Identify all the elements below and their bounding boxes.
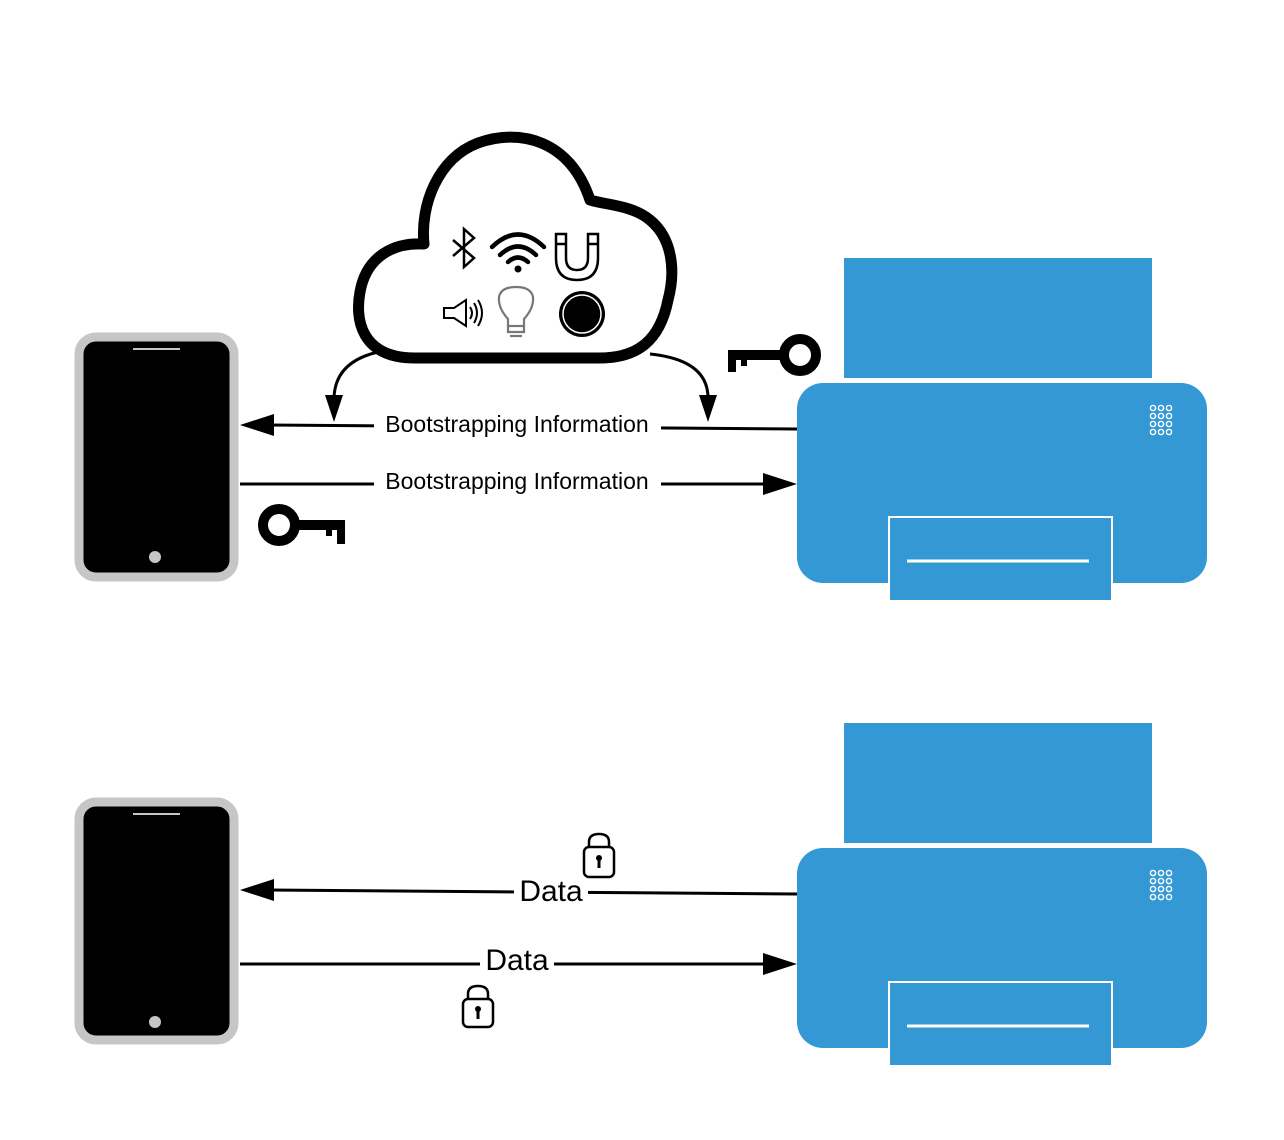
lock-icon: [461, 984, 495, 1029]
phone-bottom: [74, 797, 239, 1045]
keypad-dot: [1157, 412, 1165, 420]
button-icon: [559, 291, 605, 337]
lightbulb-icon: [497, 285, 535, 338]
keypad-dot: [1165, 420, 1173, 428]
magnet-icon: [554, 232, 600, 282]
top-arrows: Bootstrapping Information Bootstrapping …: [240, 410, 798, 497]
keypad-dot: [1157, 428, 1165, 436]
keypad-dot: [1157, 869, 1165, 877]
cloud-arrow-right: [649, 352, 710, 399]
keypad-dot: [1165, 877, 1173, 885]
keypad-dot: [1149, 412, 1157, 420]
cloud: [353, 131, 678, 364]
arrowhead-to-phone-top: [240, 414, 274, 436]
printer-top: [797, 258, 1207, 602]
keypad-dot: [1157, 885, 1165, 893]
keypad-dot: [1157, 877, 1165, 885]
keypad-icon: [1149, 404, 1173, 436]
keypad-icon: [1149, 869, 1173, 901]
bluetooth-icon: [452, 226, 476, 270]
phone-top: [74, 332, 239, 582]
keypad-dot: [1149, 885, 1157, 893]
printer-key-icon: [728, 334, 821, 376]
wifi-icon: [489, 232, 547, 273]
keypad-dot: [1149, 404, 1157, 412]
label-data-to-phone: Data: [519, 875, 583, 908]
arrowhead-to-phone-bottom: [240, 879, 274, 901]
keypad-dot: [1149, 869, 1157, 877]
keypad-dot: [1149, 420, 1157, 428]
keypad-dot: [1165, 869, 1173, 877]
keypad-dot: [1165, 404, 1173, 412]
label-data-to-printer: Data: [485, 944, 549, 977]
arrowhead-to-printer-bottom: [763, 953, 797, 975]
keypad-dot: [1165, 412, 1173, 420]
keypad-dot: [1149, 893, 1157, 901]
keypad-dot: [1165, 885, 1173, 893]
arrowhead-to-printer-top: [763, 473, 797, 495]
cloud-arrow-left: [332, 350, 379, 399]
label-bootstrap-to-phone: Bootstrapping Information: [385, 411, 648, 437]
keypad-dot: [1157, 420, 1165, 428]
keypad-dot: [1157, 893, 1165, 901]
keypad-dot: [1149, 877, 1157, 885]
phone-key-icon: [258, 504, 345, 546]
keypad-dot: [1157, 404, 1165, 412]
cloud-arrow-left-head: [325, 395, 343, 422]
keypad-dot: [1149, 428, 1157, 436]
keypad-dot: [1165, 893, 1173, 901]
label-bootstrap-to-printer: Bootstrapping Information: [385, 468, 648, 494]
cloud-arrow-right-head: [699, 395, 717, 422]
speaker-icon: [443, 298, 483, 328]
bottom-arrows: Data Data: [240, 874, 798, 977]
keypad-dot: [1165, 428, 1173, 436]
printer-bottom: [797, 723, 1207, 1067]
cloud-out-arrows: [325, 350, 717, 422]
lock-icon: [582, 832, 616, 879]
